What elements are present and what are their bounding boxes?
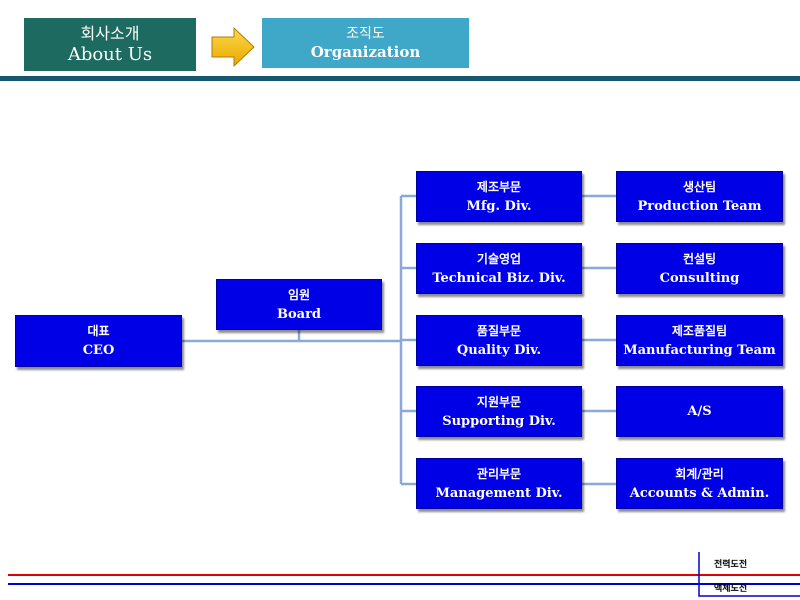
footer-bracket-line <box>698 552 800 597</box>
team-label-ko: 생산팀 <box>682 179 717 194</box>
team-label-en: Manufacturing Team <box>623 342 776 358</box>
footer-label-top: 전력도전 <box>714 560 748 570</box>
division-label-en: Management Div. <box>435 485 563 501</box>
footer-label-bottom: 액체도전 <box>714 584 748 594</box>
division-label-ko: 품질부문 <box>476 323 522 338</box>
division-label-ko: 제조부문 <box>476 179 522 194</box>
team-label-en: Consulting <box>659 270 740 286</box>
division-label-ko: 관리부문 <box>476 466 522 481</box>
division-box-supporting: 지원부문 Supporting Div. <box>416 386 582 437</box>
division-label-ko: 지원부문 <box>476 394 522 409</box>
ceo-label-ko: 대표 <box>87 324 110 338</box>
team-label-ko: 컨설팅 <box>682 251 717 266</box>
team-label-ko: 제조품질팀 <box>671 323 728 338</box>
section-title-ko: 회사소개 <box>80 23 140 43</box>
team-label-en: Production Team <box>637 198 762 214</box>
division-box-technical: 기술영업 Technical Biz. Div. <box>416 243 582 294</box>
team-box-as: A/S <box>616 386 783 437</box>
team-label-en: A/S <box>687 403 712 419</box>
ceo-label-en: CEO <box>82 343 115 358</box>
team-box-production: 생산팀 Production Team <box>616 171 783 222</box>
division-label-en: Quality Div. <box>456 342 542 358</box>
team-box-manufacturing: 제조품질팀 Manufacturing Team <box>616 315 783 366</box>
division-label-en: Supporting Div. <box>442 413 556 429</box>
board-label-ko: 임원 <box>287 287 311 302</box>
ceo-box: 대표 CEO <box>15 315 182 367</box>
board-box: 임원 Board <box>216 279 382 330</box>
division-box-quality: 품질부문 Quality Div. <box>416 315 582 366</box>
team-box-consulting: 컨설팅 Consulting <box>616 243 783 294</box>
team-label-ko: 회계/관리 <box>675 466 724 481</box>
section-header: 회사소개 About Us <box>24 18 196 71</box>
page-title-ko: 조직도 <box>346 25 385 42</box>
team-label-en: Accounts & Admin. <box>629 485 770 501</box>
arrow-right-icon <box>211 26 255 68</box>
page-title-en: Organization <box>310 42 421 61</box>
division-label-en: Mfg. Div. <box>466 198 532 214</box>
division-box-management: 관리부문 Management Div. <box>416 458 582 509</box>
board-label-en: Board <box>276 306 322 322</box>
division-label-en: Technical Biz. Div. <box>432 270 566 286</box>
section-title-en: About Us <box>67 43 153 65</box>
division-box-mfg: 제조부문 Mfg. Div. <box>416 171 582 222</box>
division-label-ko: 기술영업 <box>476 251 522 266</box>
header-divider <box>0 76 800 81</box>
team-box-accounts: 회계/관리 Accounts & Admin. <box>616 458 783 509</box>
page-header: 조직도 Organization <box>262 18 469 68</box>
